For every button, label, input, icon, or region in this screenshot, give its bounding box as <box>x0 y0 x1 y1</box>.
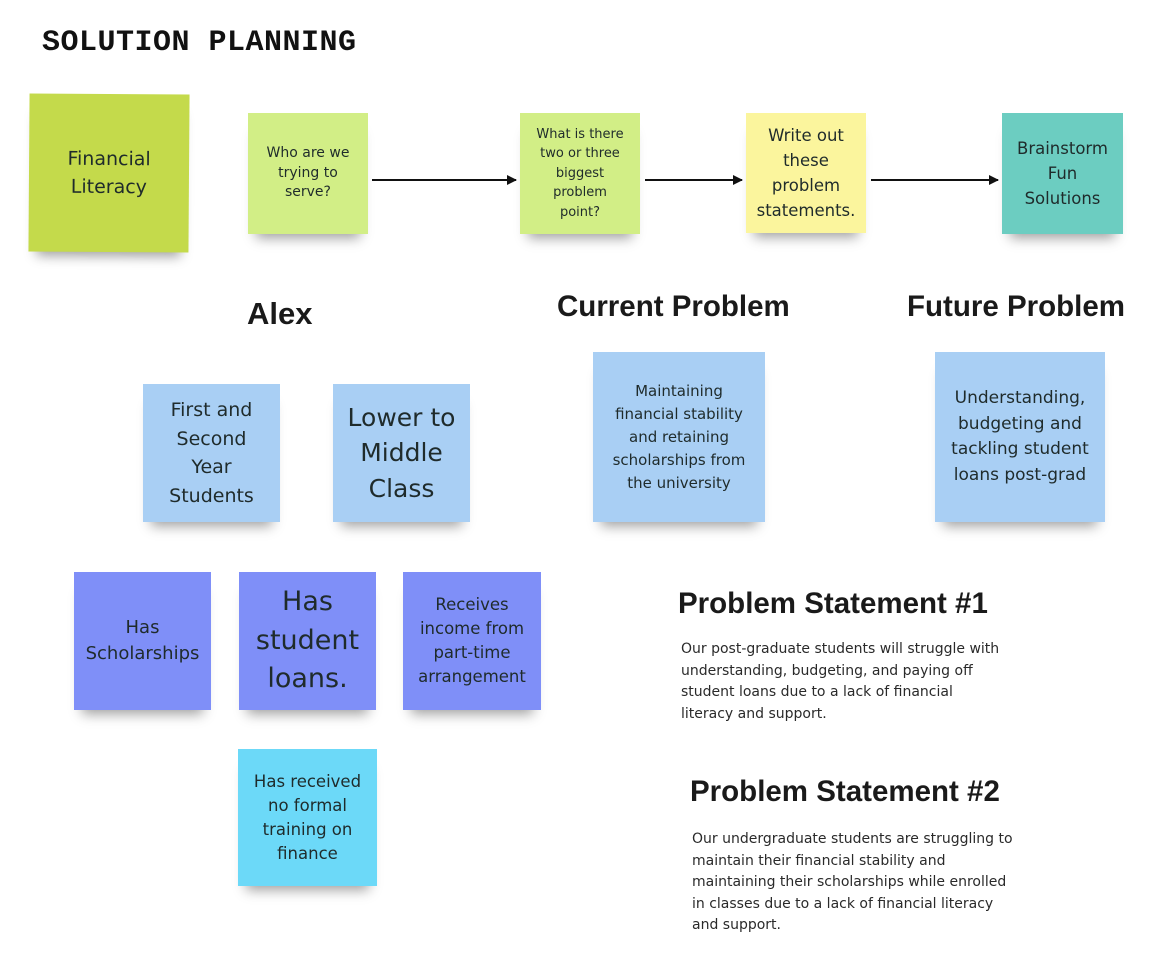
sticky-note-scholarships[interactable]: Has Scholarships <box>74 572 211 710</box>
sticky-note-who-serve[interactable]: Who are we trying to serve? <box>248 113 368 234</box>
sticky-note-first-second-year[interactable]: First and Second Year Students <box>143 384 280 522</box>
sticky-note-problem-points[interactable]: What is there two or three biggest probl… <box>520 113 640 234</box>
sticky-note-student-loans[interactable]: Has student loans. <box>239 572 376 710</box>
current-problem-heading: Current Problem <box>557 290 790 323</box>
sticky-note-brainstorm[interactable]: Brainstorm Fun Solutions <box>1002 113 1123 234</box>
sticky-note-financial-literacy[interactable]: Financial Literacy <box>28 93 190 253</box>
sticky-note-text: Who are we trying to serve? <box>266 145 350 201</box>
sticky-note-current-problem[interactable]: Maintaining financial stability and reta… <box>593 352 765 522</box>
sticky-note-text: Write out these problem statements. <box>756 126 856 220</box>
sticky-note-text: Financial Literacy <box>67 147 151 199</box>
sticky-note-future-problem[interactable]: Understanding, budgeting and tackling st… <box>935 352 1105 522</box>
sticky-note-text: Maintaining financial stability and reta… <box>612 381 746 492</box>
sticky-note-text: Receives income from part-time arrangeme… <box>418 595 526 686</box>
sticky-note-text: Brainstorm Fun Solutions <box>1017 139 1108 208</box>
future-problem-heading: Future Problem <box>907 290 1125 323</box>
sticky-note-text: Understanding, budgeting and tackling st… <box>951 388 1089 485</box>
sticky-note-write-statements[interactable]: Write out these problem statements. <box>746 113 866 233</box>
sticky-note-text: Has student loans. <box>255 586 360 695</box>
sticky-note-text: Has Scholarships <box>85 617 200 664</box>
sticky-note-text: What is there two or three biggest probl… <box>536 126 624 220</box>
sticky-note-text: First and Second Year Students <box>169 399 254 507</box>
problem-statement-1-text[interactable]: Our post-graduate students will struggle… <box>681 641 1000 722</box>
board-title: SOLUTION PLANNING <box>42 26 357 60</box>
sticky-note-no-training[interactable]: Has received no formal training on finan… <box>238 749 377 886</box>
problem-statement-2-text[interactable]: Our undergraduate students are strugglin… <box>692 831 1013 933</box>
sticky-note-text: Has received no formal training on finan… <box>253 771 362 863</box>
sticky-note-text: Lower to Middle Class <box>347 402 456 503</box>
problem-statement-1-heading: Problem Statement #1 <box>678 587 988 620</box>
sticky-note-lower-middle-class[interactable]: Lower to Middle Class <box>333 384 470 522</box>
problem-statement-2-heading: Problem Statement #2 <box>690 775 1000 808</box>
persona-heading: Alex <box>247 296 313 331</box>
sticky-note-part-time-income[interactable]: Receives income from part-time arrangeme… <box>403 572 541 710</box>
